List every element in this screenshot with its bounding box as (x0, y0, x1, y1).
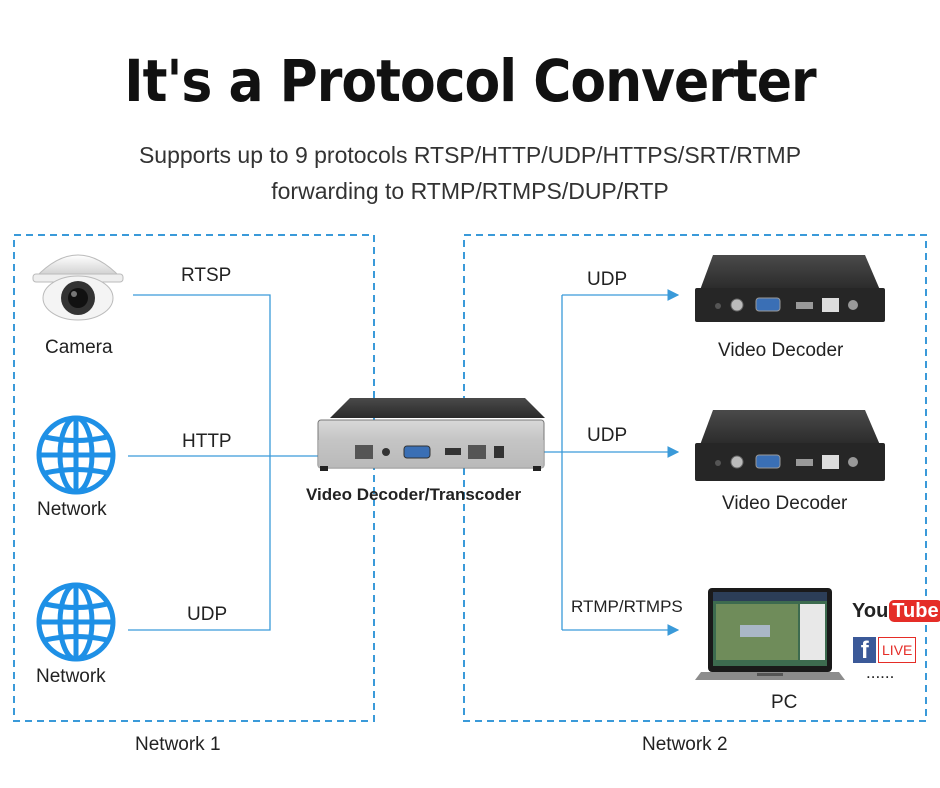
network1-group-label: Network 1 (135, 734, 221, 755)
network2-box (463, 234, 927, 722)
output-label-udp-2: UDP (587, 425, 628, 446)
transcoder-device-icon (317, 398, 545, 471)
decoder-label-1: Video Decoder (718, 340, 844, 361)
network-label-2: Network (36, 666, 106, 687)
network1-box (13, 234, 375, 722)
input-label-http: HTTP (182, 431, 232, 452)
facebook-live-logo: f LIVE (853, 637, 916, 664)
video-decoder-icon-2 (695, 410, 885, 481)
page-title: It's a Protocol Converter (124, 48, 816, 116)
decoder-label-2: Video Decoder (722, 493, 848, 514)
laptop-icon (695, 588, 845, 680)
live-badge: LIVE (878, 637, 916, 663)
input-label-udp: UDP (187, 604, 228, 625)
subtitle-line-2: forwarding to RTMP/RTMPS/DUP/RTP (271, 178, 669, 204)
input-lines (128, 294, 345, 631)
pc-label: PC (771, 692, 798, 713)
more-platforms-label: ...... (866, 663, 895, 682)
video-decoder-icon-1 (695, 255, 885, 322)
transcoder-label: Video Decoder/Transcoder (306, 485, 522, 504)
output-label-rtmp: RTMP/RTMPS (571, 597, 683, 616)
input-label-rtsp: RTSP (181, 265, 232, 286)
camera-icon (32, 254, 124, 321)
network-label-1: Network (37, 499, 107, 520)
facebook-icon: f (853, 637, 877, 664)
network2-group-label: Network 2 (642, 734, 728, 755)
globe-icon-1 (36, 415, 116, 495)
globe-icon-2 (36, 582, 116, 662)
camera-label: Camera (45, 337, 113, 358)
subtitle-line-1: Supports up to 9 protocols RTSP/HTTP/UDP… (138, 142, 802, 168)
output-label-udp-1: UDP (587, 269, 628, 290)
